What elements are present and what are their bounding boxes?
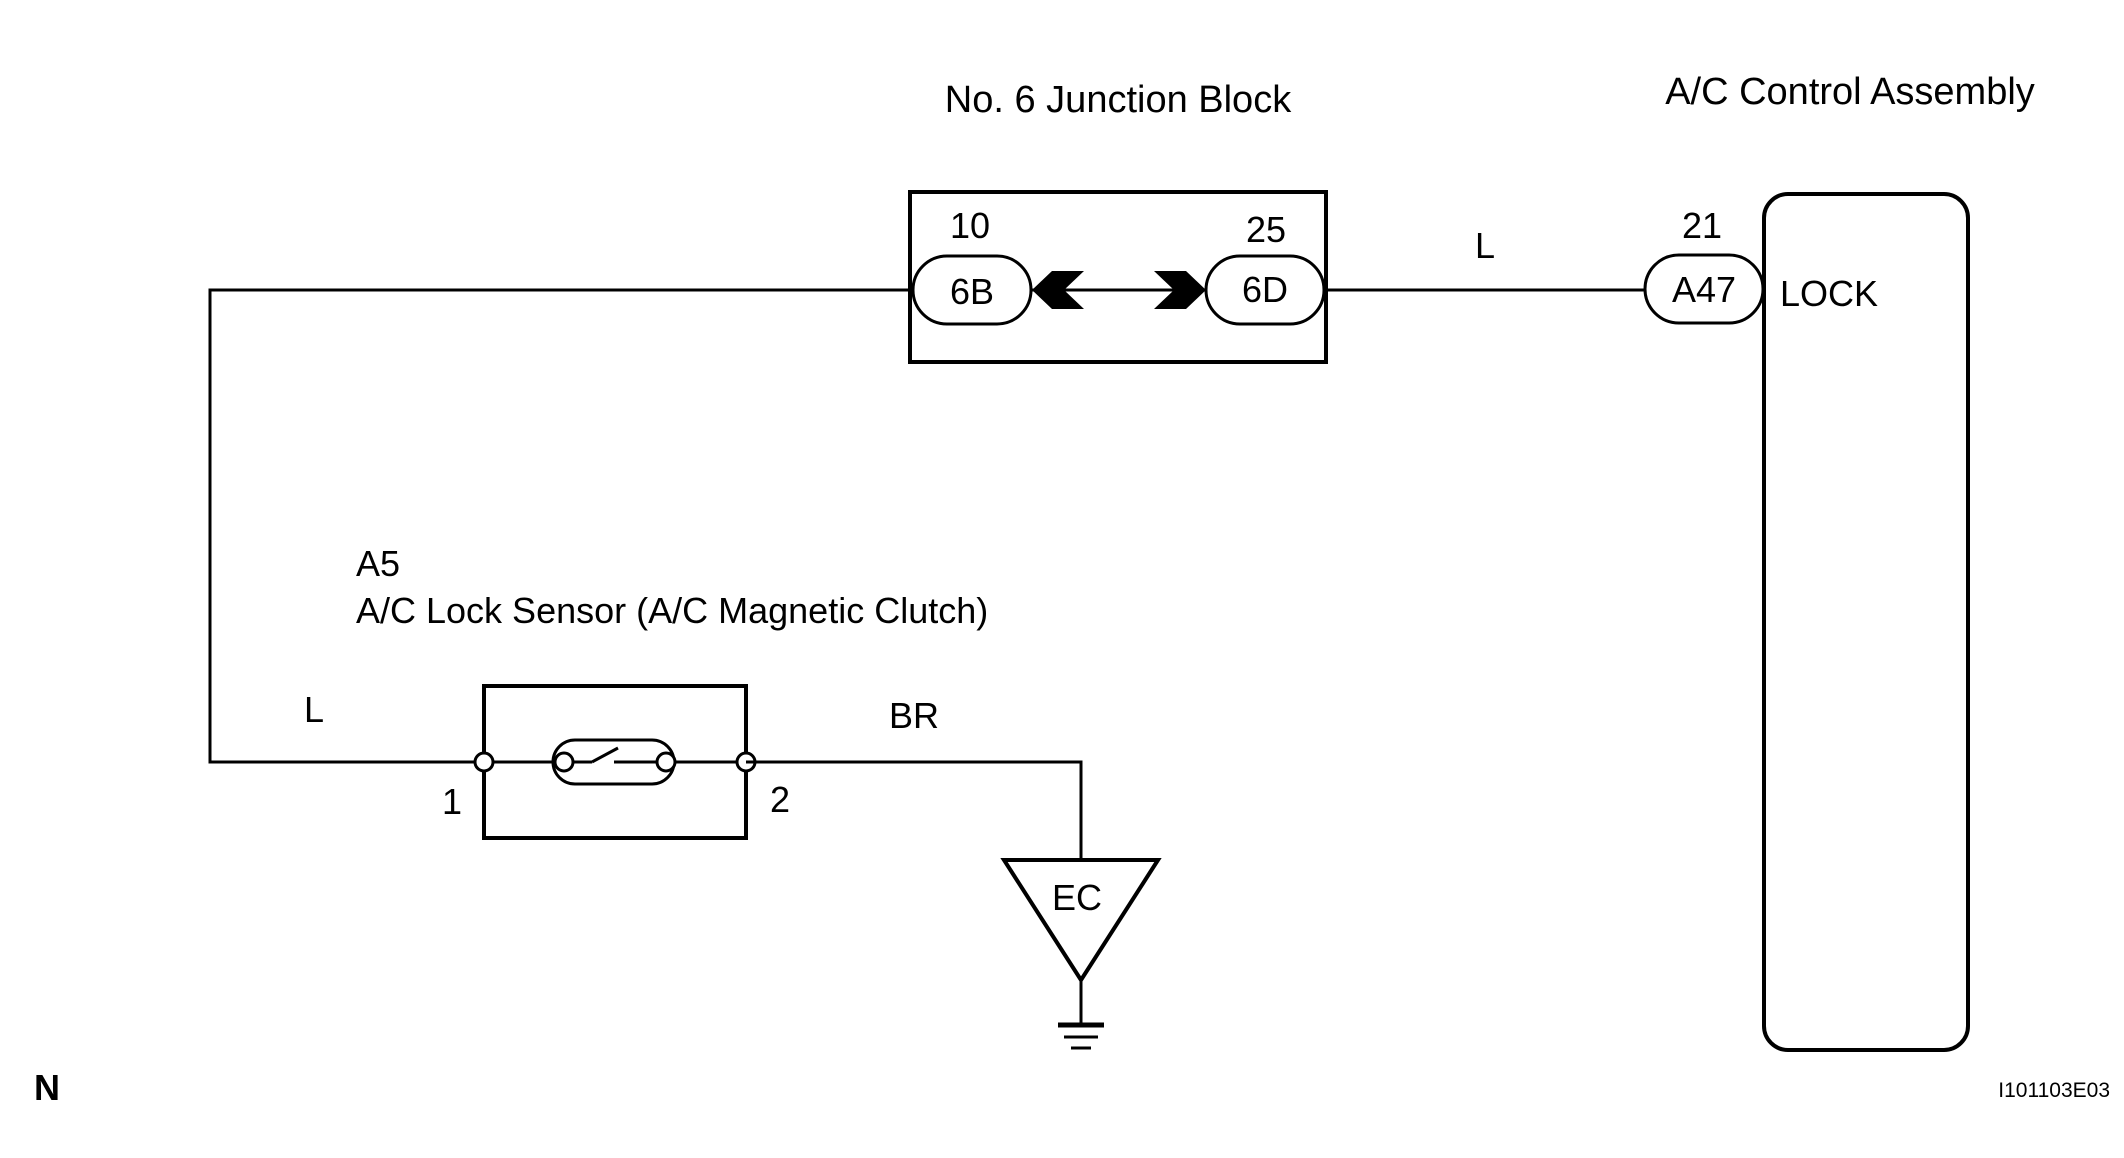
switch-contact-left (553, 751, 575, 773)
wire-color-left: L (304, 689, 324, 730)
junction-block-box (908, 190, 1328, 364)
wire-color-top-right: L (1475, 225, 1495, 266)
connector-6d (1204, 254, 1326, 326)
right-arrow-connector-icon (1154, 271, 1206, 309)
junction-pin-right: 25 (1246, 209, 1286, 250)
switch-blade-icon (591, 746, 619, 764)
connector-6d-label: 6D (1242, 269, 1288, 310)
ground-point-triangle (1000, 858, 1162, 984)
corner-mark: N (34, 1067, 60, 1108)
connector-6b-label: 6B (950, 271, 994, 312)
sensor-name: A/C Lock Sensor (A/C Magnetic Clutch) (356, 590, 988, 631)
left-arrow-connector-icon (1032, 271, 1084, 309)
sensor-pin-1: 1 (442, 781, 462, 822)
junction-pin-left: 10 (950, 205, 990, 246)
control-assembly-title: A/C Control Assembly (1665, 71, 2035, 113)
wire-sensor-to-ground (746, 760, 1083, 860)
terminal-lock-label: LOCK (1780, 273, 1878, 314)
control-assembly-box (1762, 192, 1970, 1052)
terminal-1-dot (473, 751, 495, 773)
control-assembly-pin: 21 (1682, 205, 1722, 246)
connector-a47 (1643, 253, 1765, 325)
ground-label: EC (1052, 877, 1102, 918)
junction-block-title: No. 6 Junction Block (945, 79, 1292, 121)
wire-color-ground: BR (889, 695, 939, 736)
sensor-code: A5 (356, 543, 400, 584)
connector-a47-label: A47 (1672, 269, 1736, 310)
wire-6b-to-sensor (208, 288, 913, 764)
switch-contact-right (655, 751, 677, 773)
sensor-pin-2: 2 (770, 779, 790, 820)
figure-id: I101103E03 (1998, 1079, 2110, 1102)
